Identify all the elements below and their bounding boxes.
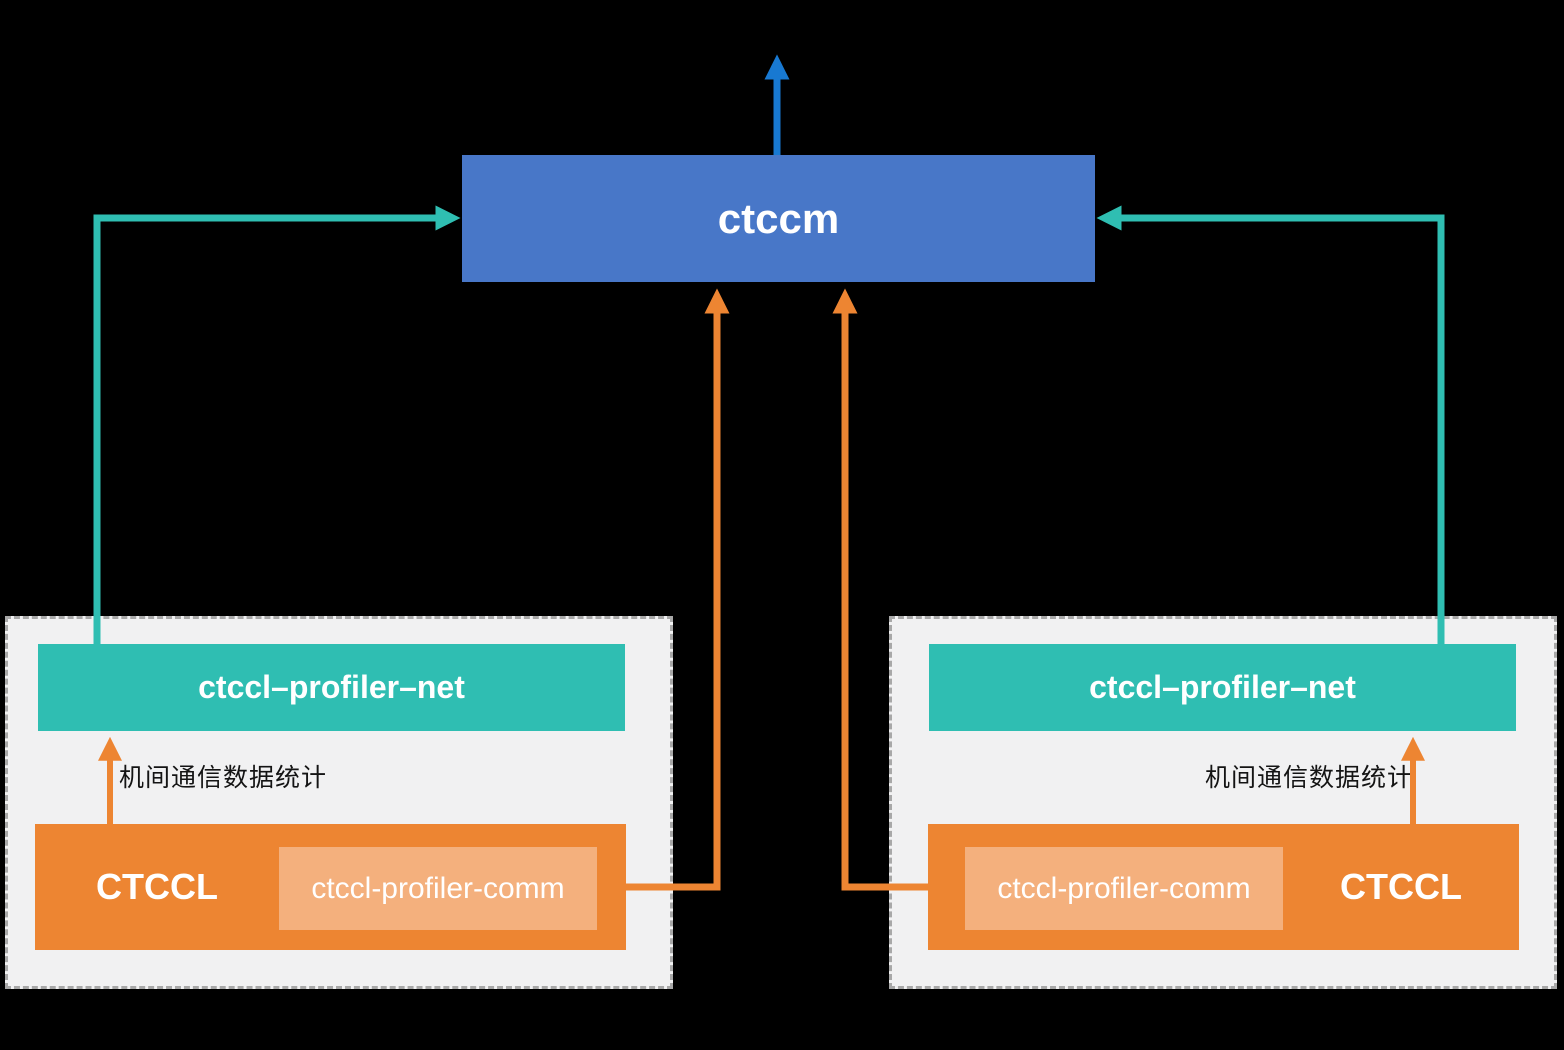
node-profiler-comm-2-label: ctccl-profiler-comm [997,871,1251,905]
node-profiler-comm-1: ctccl-profiler-comm [279,847,597,930]
arrow-net2-to-ctccm [1096,205,1445,646]
node-ctccl-1-label: CTCCL [96,866,218,907]
node-profiler-net-1-label: ctccl–profiler–net [198,669,465,705]
node-ctccm-label: ctccm [717,194,840,242]
node-profiler-net-2-label: ctccl–profiler–net [1089,669,1356,705]
node-profiler-net-2: ctccl–profiler–net [929,644,1516,731]
edge-label-stat-1: 机间通信数据统计 [119,764,328,792]
node-ctccl-1: CTCCL ctccl-profiler-comm [35,824,626,950]
node-profiler-comm-2: ctccl-profiler-comm [965,847,1283,930]
node-ctccl-2: ctccl-profiler-comm CTCCL [928,824,1519,950]
node-profiler-comm-1-label: ctccl-profiler-comm [311,871,565,905]
node-ctccl-2-label: CTCCL [1340,866,1462,907]
edge-label-stat-2: 机间通信数据统计 [1205,764,1414,792]
node-profiler-net-1: ctccl–profiler–net [38,644,625,731]
arrow-net1-to-ctccm [93,205,461,646]
node-ctccm: ctccm [462,155,1095,282]
